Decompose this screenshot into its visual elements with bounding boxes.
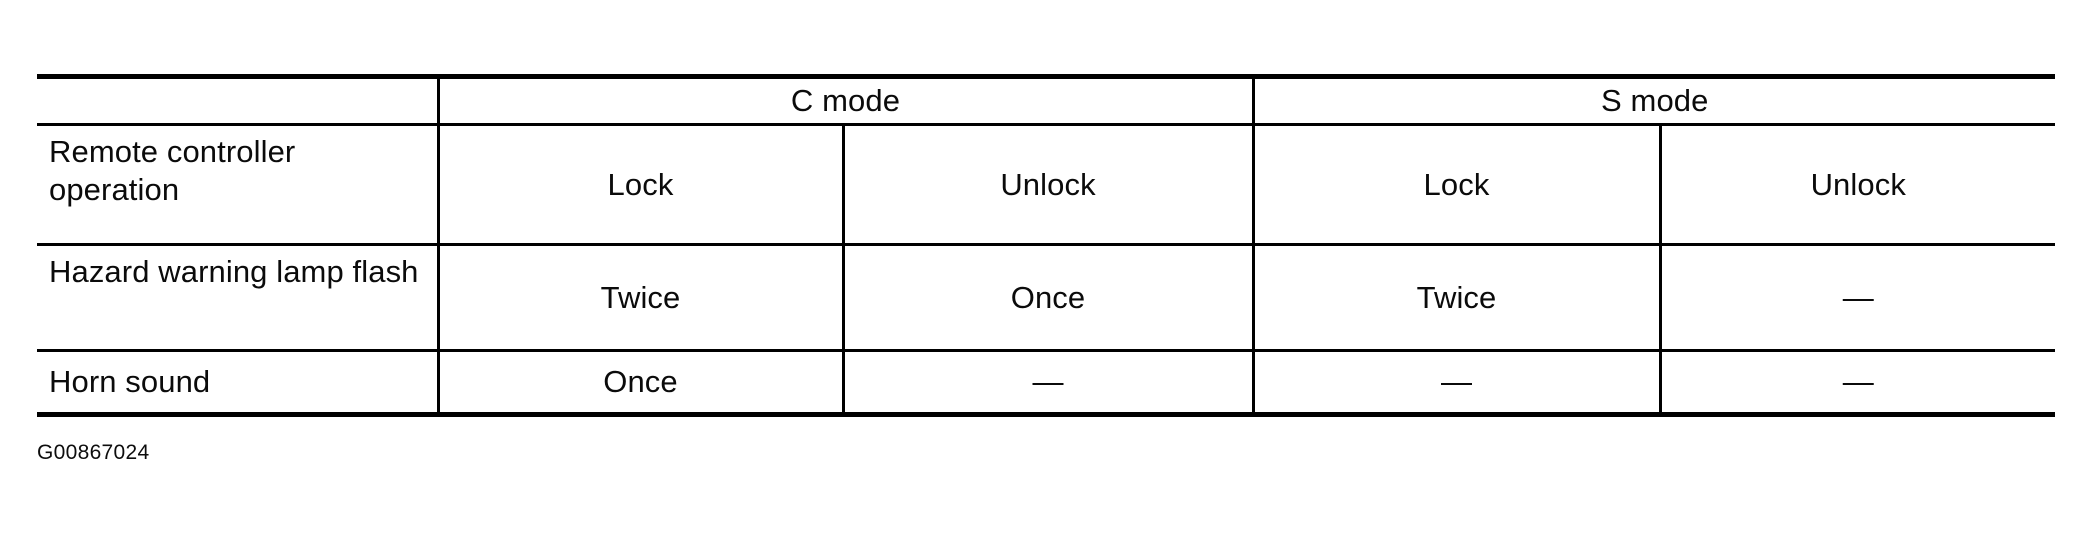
cell-c-mode-unlock-hazard: Once: [841, 244, 1253, 352]
row-label-horn-sound: Horn sound: [37, 350, 438, 417]
cell-c-mode-lock-horn: Once: [436, 350, 843, 417]
table-corner-cell: [37, 74, 438, 126]
remote-controller-operation-table: C mode S mode Remote controller operatio…: [37, 74, 2055, 417]
cell-c-mode-lock-operation: Lock: [436, 124, 843, 246]
cell-s-mode-unlock-hazard: —: [1658, 244, 2055, 352]
table-row: Hazard warning lamp flash Twice Once Twi…: [37, 244, 2055, 352]
cell-c-mode-unlock-horn: —: [841, 350, 1253, 417]
cell-s-mode-unlock-operation: Unlock: [1658, 124, 2055, 246]
cell-s-mode-lock-operation: Lock: [1251, 124, 1660, 246]
figure-id-caption: G00867024: [37, 441, 150, 464]
cell-c-mode-lock-hazard: Twice: [436, 244, 843, 352]
row-label-hazard-warning-lamp-flash: Hazard warning lamp flash: [37, 244, 438, 352]
cell-c-mode-unlock-operation: Unlock: [841, 124, 1253, 246]
table-row: Remote controller operation Lock Unlock …: [37, 124, 2055, 246]
cell-s-mode-lock-hazard: Twice: [1251, 244, 1660, 352]
table-group-header-row: C mode S mode: [37, 74, 2055, 126]
group-header-s-mode: S mode: [1251, 74, 2055, 126]
cell-s-mode-unlock-horn: —: [1658, 350, 2055, 417]
table-row: Horn sound Once — — —: [37, 350, 2055, 417]
row-label-remote-controller-operation: Remote controller operation: [37, 124, 438, 246]
cell-s-mode-lock-horn: —: [1251, 350, 1660, 417]
group-header-c-mode: C mode: [436, 74, 1253, 126]
